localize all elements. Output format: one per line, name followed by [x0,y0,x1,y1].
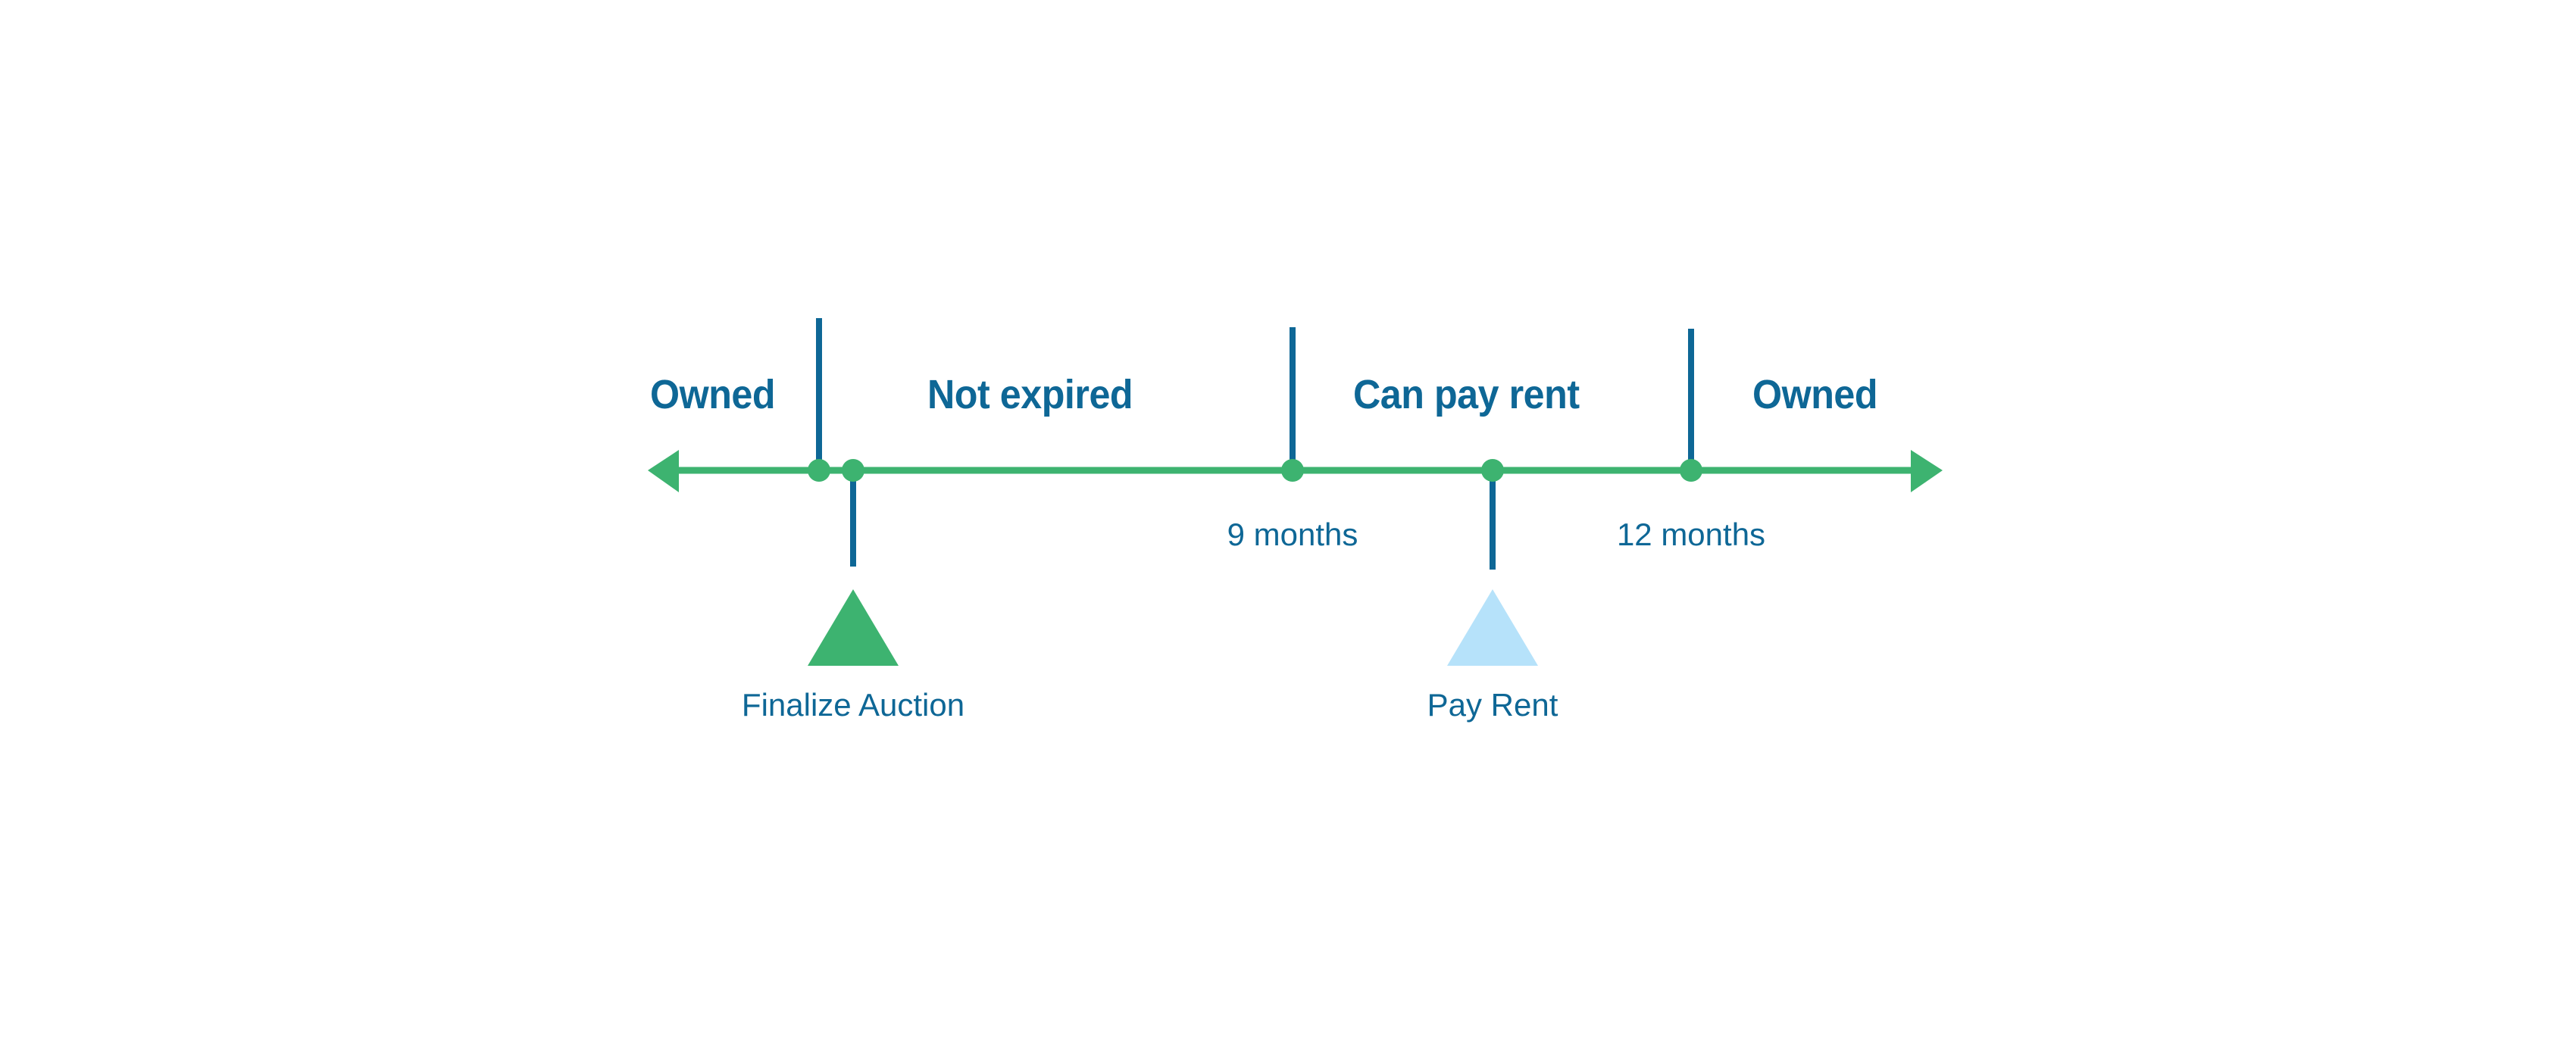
tick-label-9-months: 9 months [1227,517,1358,552]
node-dot-pay-rent[interactable] [1481,459,1504,482]
tick-label-12-months: 12 months [1616,517,1766,552]
phase-label-can-pay-rent: Can pay rent [1353,372,1580,417]
finalize-auction-triangle-icon[interactable] [808,589,899,666]
node-dot-12-months[interactable] [1680,459,1702,482]
phase-label-owned-final: Owned [1752,372,1878,417]
phase-label-owned-initial: Owned [650,372,776,417]
axis-arrow-right-icon [1911,450,1943,492]
node-dot-owned-end[interactable] [808,459,830,482]
pay-rent-triangle-icon[interactable] [1447,589,1538,666]
axis-arrow-left-icon [648,450,679,492]
phase-label-not-expired: Not expired [927,372,1133,417]
event-label-pay-rent: Pay Rent [1427,687,1558,723]
node-dot-9-months[interactable] [1281,459,1304,482]
node-dot-finalize-auction[interactable] [842,459,864,482]
event-label-finalize-auction: Finalize Auction [741,687,965,723]
